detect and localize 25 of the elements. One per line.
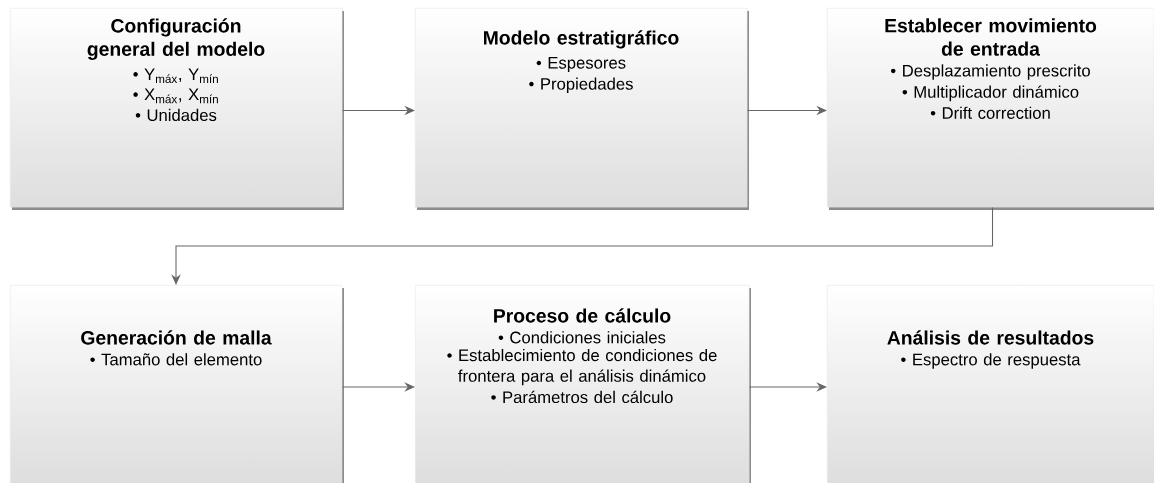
bullet-item: • Y$_{máx}$, Y$_{mín}$ xyxy=(133,68,218,84)
box-heading: Modelo estratigráfico xyxy=(484,30,679,49)
process-box xyxy=(10,8,344,210)
box-heading: Establecer movimiento de entrada xyxy=(885,18,1097,56)
bullet-item: • Establecimiento de condiciones de frontera para el análisis dinámico xyxy=(447,348,717,386)
bullet-item: • Desplazamiento prescrito xyxy=(891,64,1090,80)
box-heading: Proceso de cálculo xyxy=(494,308,671,323)
process-box xyxy=(415,8,749,210)
process-box xyxy=(415,285,751,483)
bullet-item: • Drift correction xyxy=(930,106,1050,119)
bullet-item: • Unidades xyxy=(135,108,217,122)
process-box xyxy=(827,285,1154,483)
process-box xyxy=(10,285,344,483)
bullet-item: • Propiedades xyxy=(529,77,633,94)
process-box xyxy=(827,8,1154,210)
bullet-item: • X$_{máx}$, X$_{mín}$ xyxy=(133,88,218,104)
bullet-item: • Espectro de respuesta xyxy=(901,353,1081,369)
bullet-item: • Condiciones iniciales xyxy=(498,331,666,344)
box-heading: Configuración general del modelo xyxy=(87,18,265,60)
bullet-item: • Tamaño del elemento xyxy=(90,353,262,366)
bullet-item: • Espesores xyxy=(536,57,626,72)
box-heading: Generación de malla xyxy=(81,330,272,345)
bullet-item: • Parámetros del cálculo xyxy=(491,390,673,404)
bullet-item: • Multiplicador dinámico xyxy=(902,85,1079,102)
box-heading: Análisis de resultados xyxy=(887,330,1094,345)
